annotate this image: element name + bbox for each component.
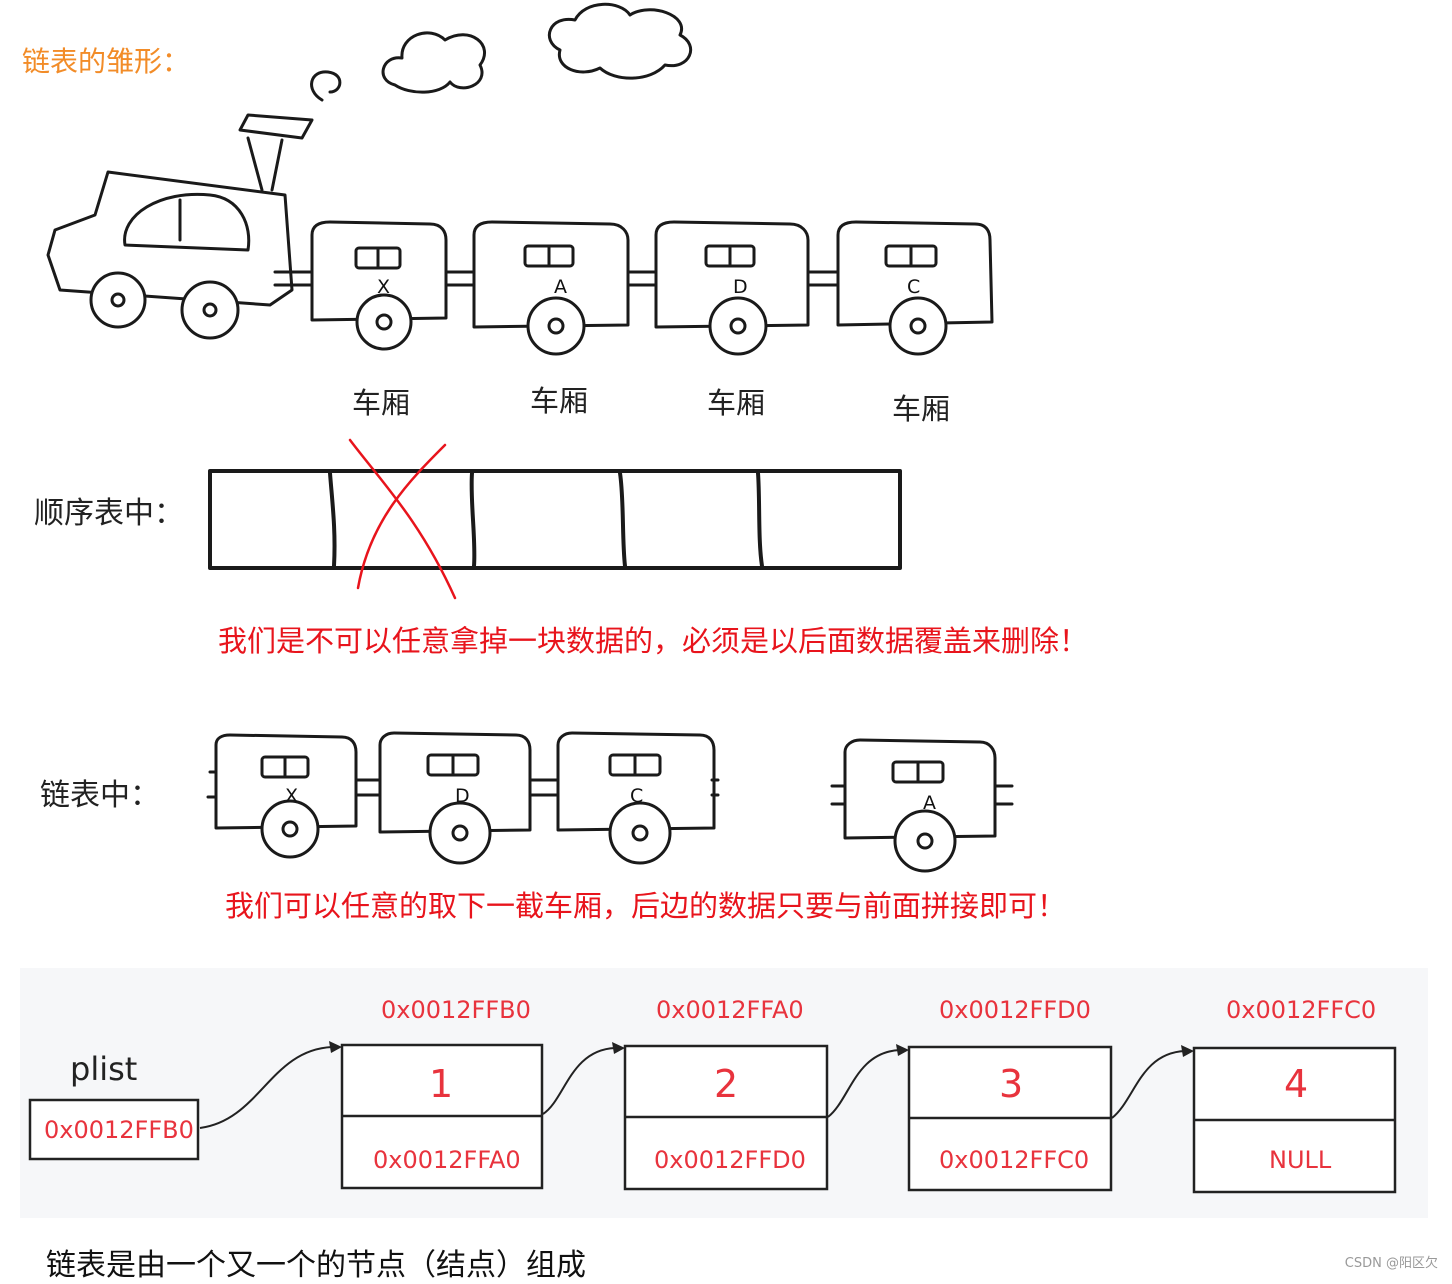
- footer-caption: 链表是由一个又一个的节点（结点）组成: [46, 1248, 586, 1283]
- node-data: 3: [999, 1062, 1024, 1106]
- linked-car-x: [214, 733, 358, 859]
- car-letter: X: [377, 276, 391, 298]
- node-data: 2: [714, 1062, 739, 1106]
- car-letter: C: [907, 276, 921, 298]
- train-car-d: [654, 220, 810, 356]
- car-label: 车厢: [707, 386, 766, 420]
- sequence-table: [208, 469, 902, 570]
- car-letter: C: [630, 785, 644, 807]
- smoke-puff-small: [310, 70, 342, 102]
- section-heading: 链表的雏形：: [22, 45, 191, 78]
- car-letter: A: [554, 276, 567, 298]
- smoke-cloud-large: [547, 2, 693, 80]
- red-cross-mark: [348, 438, 457, 600]
- linked-car-c: [556, 731, 716, 865]
- car-label: 车厢: [530, 384, 589, 418]
- node-next: 0x0012FFC0: [939, 1146, 1090, 1174]
- arrow-heads: [329, 1041, 1194, 1057]
- train-car-a: [472, 220, 630, 356]
- node-next: 0x0012FFA0: [373, 1146, 521, 1174]
- linked-note: 我们可以任意的取下一截车厢，后边的数据只要与前面拼接即可！: [225, 889, 1067, 923]
- car-label: 车厢: [892, 392, 951, 426]
- pointer-arrows: [199, 1046, 1186, 1129]
- train-car-c: [836, 220, 994, 356]
- watermark: CSDN @阳区欠: [1344, 1256, 1438, 1271]
- node-address: 0x0012FFA0: [656, 996, 804, 1024]
- car-letter: A: [923, 792, 936, 814]
- linked-car-d: [378, 731, 532, 865]
- node-address: 0x0012FFD0: [939, 996, 1091, 1024]
- car-label: 车厢: [352, 386, 411, 420]
- node-address: 0x0012FFB0: [381, 996, 531, 1024]
- linked-list-label: 链表中：: [40, 778, 160, 813]
- smoke-cloud-medium: [381, 31, 487, 94]
- linked-car-a-detached: [843, 738, 997, 873]
- pointer-name: plist: [70, 1050, 138, 1088]
- node-address: 0x0012FFC0: [1226, 996, 1377, 1024]
- sequence-list-label: 顺序表中：: [34, 496, 184, 531]
- train-car-x: [310, 220, 448, 351]
- sequence-note: 我们是不可以任意拿掉一块数据的，必须是以后面数据覆盖来删除！: [218, 624, 1089, 658]
- node-next: 0x0012FFD0: [654, 1146, 806, 1174]
- pointer-value: 0x0012FFB0: [44, 1116, 194, 1144]
- node-next: NULL: [1269, 1146, 1332, 1174]
- car-letter: D: [455, 785, 470, 807]
- node-boxes: [28, 1043, 1397, 1194]
- car-letter: X: [285, 785, 299, 807]
- node-data: 1: [429, 1062, 454, 1106]
- car-letter: D: [733, 276, 748, 298]
- node-data: 4: [1284, 1062, 1309, 1106]
- locomotive: [46, 113, 314, 340]
